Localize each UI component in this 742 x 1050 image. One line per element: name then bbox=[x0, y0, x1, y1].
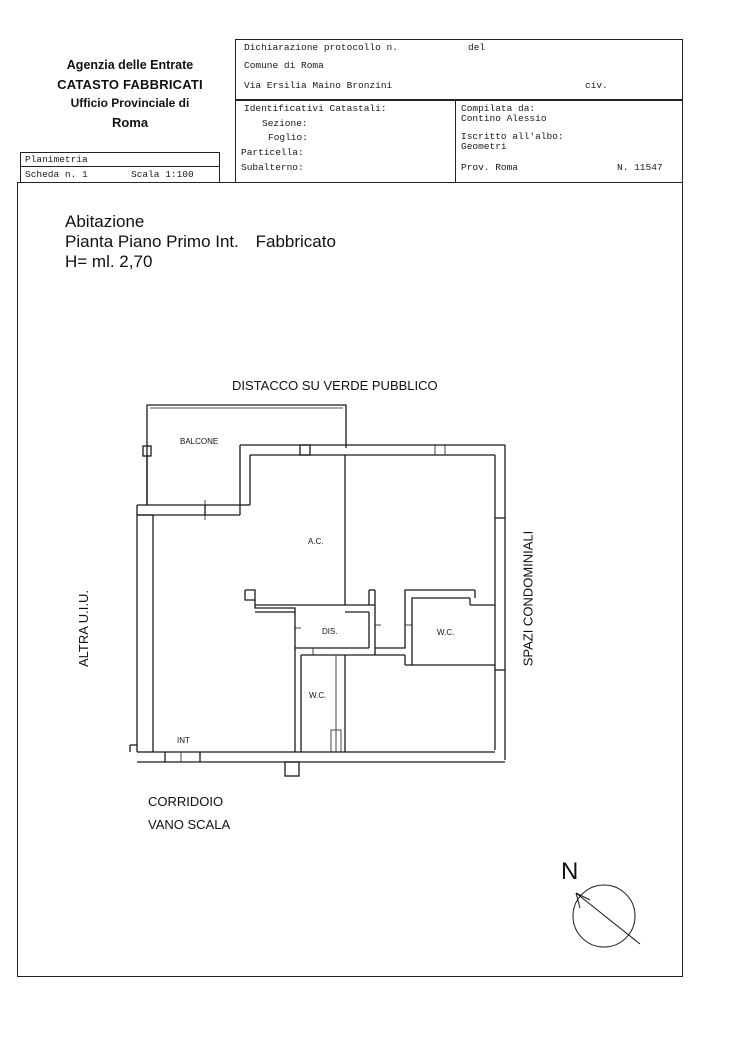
room-dis: DIS. bbox=[322, 627, 338, 636]
address-label: Via Ersilia Maino Bronzini bbox=[244, 80, 393, 91]
top-boundary-label: DISTACCO SU VERDE PUBBLICO bbox=[232, 378, 438, 393]
scheda-label: Scheda n. 1 bbox=[25, 169, 88, 180]
del-label: del bbox=[468, 42, 486, 53]
registered-value: Geometri bbox=[461, 141, 507, 152]
sheet-divider bbox=[20, 166, 219, 167]
title-height: H= ml. 2,70 bbox=[65, 252, 153, 271]
registration-number: N. 11547 bbox=[617, 162, 663, 173]
scale-label: Scala 1:100 bbox=[131, 169, 194, 180]
comune-label: Comune di Roma bbox=[244, 60, 324, 71]
title-use: Abitazione bbox=[65, 212, 145, 231]
title-floor-tail: Fabbricato bbox=[255, 232, 336, 251]
room-balcone: BALCONE bbox=[180, 437, 219, 446]
office-label: Ufficio Provinciale di bbox=[70, 96, 190, 110]
protocol-label: Dichiarazione protocollo n. bbox=[244, 42, 398, 53]
subalterno-label: Subalterno: bbox=[241, 162, 304, 173]
compiled-name: Contino Alessio bbox=[461, 113, 547, 124]
civ-label: civ. bbox=[585, 80, 608, 91]
room-ingresso: INT bbox=[177, 736, 190, 745]
balcony-railing bbox=[146, 404, 347, 505]
declaration-box bbox=[235, 39, 683, 100]
particella-label: Particella: bbox=[241, 147, 304, 158]
room-wc-right: W.C. bbox=[437, 628, 455, 637]
agency-name: Agenzia delle Entrate bbox=[66, 58, 194, 72]
stair-label: VANO SCALA bbox=[148, 817, 231, 832]
north-compass bbox=[572, 884, 641, 948]
left-boundary-label: ALTRA U.I.U. bbox=[76, 589, 92, 668]
catasto-title: CATASTO FABBRICATI bbox=[57, 77, 203, 92]
agency-block: Agenzia delle Entrate CATASTO FABBRICATI… bbox=[20, 56, 240, 132]
office-city: Roma bbox=[111, 115, 149, 130]
identifiers-title: Identificativi Catastali: bbox=[244, 103, 387, 114]
sheet-type: Planimetria bbox=[25, 154, 88, 165]
right-boundary-label: SPAZI CONDOMINIALI bbox=[520, 530, 536, 667]
title-floor: Pianta Piano Primo Int. Fabbricato bbox=[65, 232, 336, 252]
province-label: Prov. Roma bbox=[461, 162, 519, 173]
title-floor-text: Pianta Piano Primo Int. bbox=[65, 232, 239, 251]
foglio-label: Foglio: bbox=[268, 132, 308, 143]
room-ac: A.C. bbox=[308, 537, 324, 546]
registered-label: Iscritto all'albo: bbox=[461, 131, 564, 142]
identifiers-divider bbox=[455, 100, 456, 182]
compiled-label: Compilata da: bbox=[461, 103, 536, 114]
north-label: N bbox=[561, 858, 579, 885]
room-wc-left: W.C. bbox=[309, 691, 327, 700]
sezione-label: Sezione: bbox=[262, 118, 308, 129]
corridor-label: CORRIDOIO bbox=[148, 794, 224, 809]
drawing-frame bbox=[17, 182, 683, 977]
